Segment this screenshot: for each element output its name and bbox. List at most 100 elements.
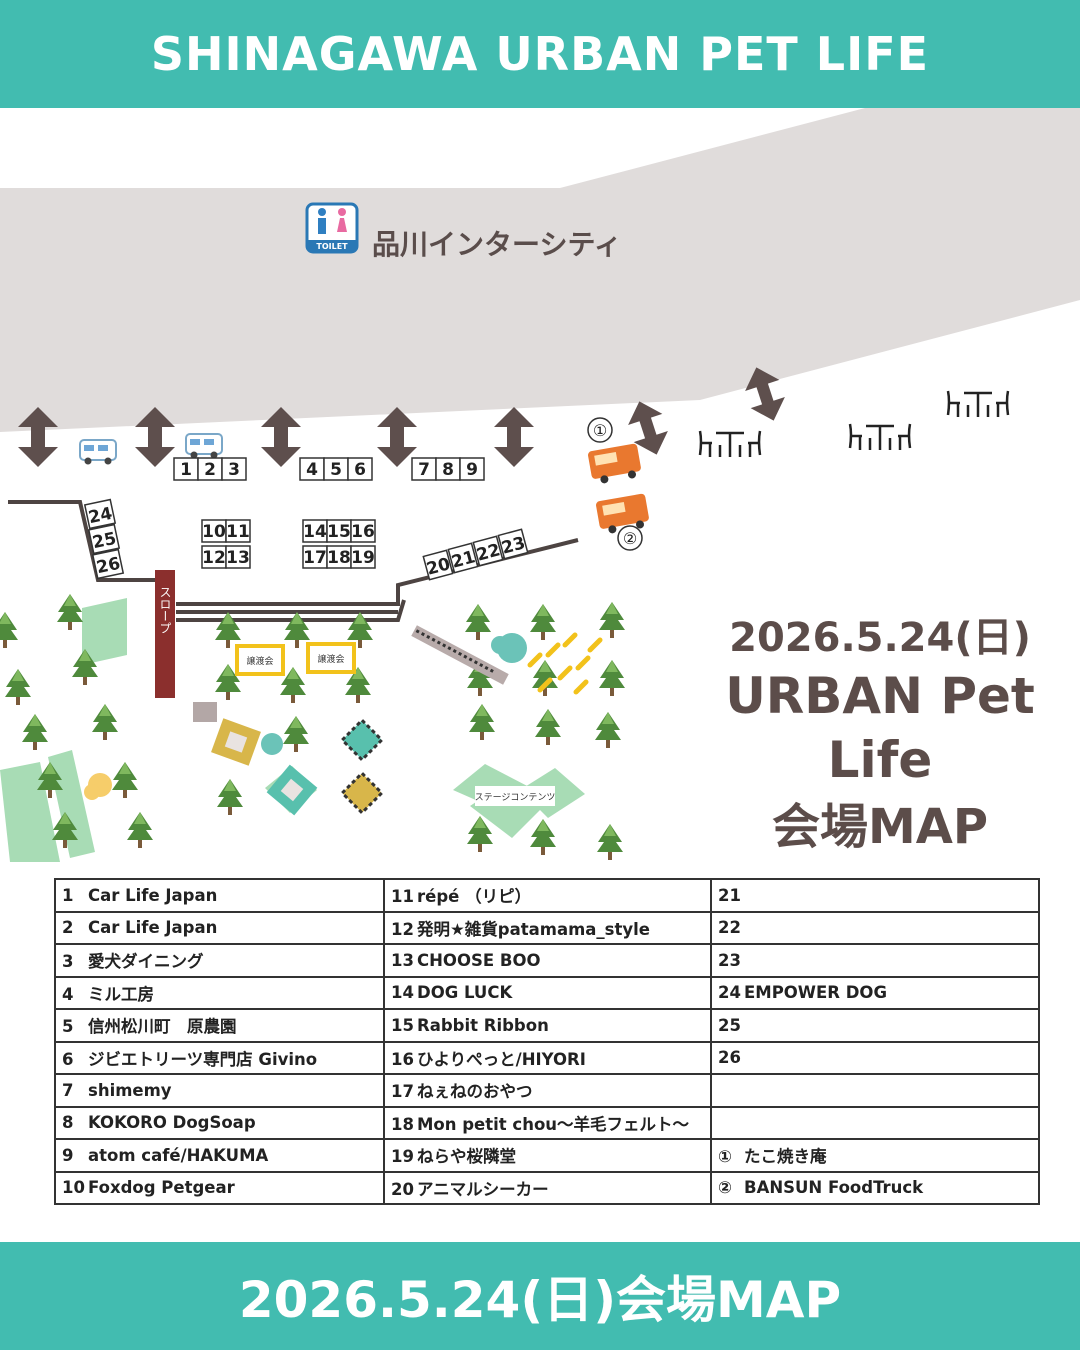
booth-3: 3 xyxy=(221,457,247,481)
booth-number: 2 xyxy=(62,918,74,938)
booth-25: 25 xyxy=(87,523,121,555)
tree-icon xyxy=(597,824,623,860)
svg-text:25: 25 xyxy=(91,529,118,553)
booth-number: 16 xyxy=(391,1049,414,1069)
booth-number: 21 xyxy=(718,885,741,905)
footer-title: 2026.5.24(日)会場MAP xyxy=(238,1271,842,1329)
booth-number: 6 xyxy=(62,1049,74,1069)
booth-number: 22 xyxy=(718,918,741,938)
booth-number: 11 xyxy=(391,887,414,907)
tree-icon xyxy=(57,594,83,630)
event-name: URBAN Pet Life xyxy=(725,667,1035,789)
tree-icon xyxy=(217,779,243,815)
camper-van-icon xyxy=(185,433,223,459)
booth-23: 23 xyxy=(497,528,529,560)
cafe-table-icon xyxy=(698,430,762,457)
tree-icon xyxy=(599,602,625,638)
booth-number: 5 xyxy=(62,1017,74,1037)
booth-26: 26 xyxy=(91,548,125,580)
tree-icon xyxy=(599,660,625,696)
booth-exhibitor: たこ焼き庵 xyxy=(744,1147,827,1167)
svg-text:9: 9 xyxy=(466,460,478,480)
svg-text:2: 2 xyxy=(204,460,216,480)
booth-12: 12 xyxy=(201,545,227,569)
legend-cell: 25 xyxy=(710,1008,1040,1043)
svg-text:5: 5 xyxy=(330,460,342,480)
booth-exhibitor: CHOOSE BOO xyxy=(417,950,541,970)
booth-7: 7 xyxy=(411,457,437,481)
booth-number: 3 xyxy=(62,952,74,972)
adoption-sign-2: 譲渡会 xyxy=(306,642,356,674)
legend-cell: ① たこ焼き庵 xyxy=(710,1138,1040,1173)
booth-number: 9 xyxy=(62,1145,74,1165)
booth-18: 18 xyxy=(326,545,352,569)
svg-text:②: ② xyxy=(623,529,637,548)
booth-exhibitor: ねぇねのおやつ xyxy=(417,1082,533,1102)
booth-20: 20 xyxy=(422,549,454,581)
svg-text:1: 1 xyxy=(180,460,192,480)
double-arrow-icon xyxy=(494,407,534,467)
booth-exhibitor: ひよりぺっと/HIYORI xyxy=(417,1049,586,1069)
tree-icon xyxy=(595,712,621,748)
header-banner: SHINAGAWA URBAN PET LIFE xyxy=(0,0,1080,108)
booth-exhibitor: 発明★雑貨patamama_style xyxy=(417,919,650,939)
tree-icon xyxy=(215,612,241,648)
light-decor xyxy=(527,632,603,695)
booth-14: 14 xyxy=(302,519,328,543)
trees xyxy=(0,594,625,860)
booth-number: 7 xyxy=(62,1080,74,1100)
tree-icon xyxy=(22,714,48,750)
booth-number: 26 xyxy=(718,1048,741,1068)
svg-text:12: 12 xyxy=(202,548,226,568)
svg-text:譲渡会: 譲渡会 xyxy=(317,653,344,665)
booth-19: 19 xyxy=(350,545,376,569)
svg-text:13: 13 xyxy=(226,548,250,568)
picnic-table-2 xyxy=(340,771,384,815)
tree-icon xyxy=(5,669,31,705)
booth-exhibitor: répé （リピ） xyxy=(417,887,532,907)
adoption-sign-1: 譲渡会 xyxy=(235,644,285,676)
booth-exhibitor: アニマルシーカー xyxy=(417,1179,549,1199)
booth-2: 2 xyxy=(197,457,223,481)
double-arrow-icon xyxy=(377,407,417,467)
event-date: 2026.5.24(日) xyxy=(729,615,1031,661)
slope-ramp xyxy=(155,570,175,698)
svg-text:11: 11 xyxy=(226,522,250,542)
tree-icon xyxy=(0,612,18,648)
legend-cell xyxy=(710,1105,1040,1140)
tree-icon xyxy=(532,660,558,696)
tree-icon xyxy=(465,604,491,640)
booth-number: 15 xyxy=(391,1015,414,1035)
tree-icon xyxy=(52,812,78,848)
booth-number: ① xyxy=(718,1147,732,1167)
booth-6: 6 xyxy=(347,457,373,481)
header-title: SHINAGAWA URBAN PET LIFE xyxy=(150,27,930,81)
cafe-seating xyxy=(698,390,1010,457)
svg-text:7: 7 xyxy=(418,460,430,480)
foodtruck-marker-2: ② xyxy=(617,525,643,551)
booth-15: 15 xyxy=(326,519,352,543)
booth-exhibitor: ねらや桜隣堂 xyxy=(417,1147,516,1167)
svg-text:8: 8 xyxy=(442,460,454,480)
double-arrow-icon xyxy=(135,407,175,467)
booth-exhibitor: ミル工房 xyxy=(88,984,154,1004)
booth-number: 1 xyxy=(62,885,74,905)
booth-exhibitor: KOKORO DogSoap xyxy=(88,1113,256,1133)
svg-text:17: 17 xyxy=(303,548,327,568)
booth-1: 1 xyxy=(173,457,199,481)
booth-exhibitor: DOG LUCK xyxy=(417,983,513,1003)
booth-exhibitor: Car Life Japan xyxy=(88,885,218,905)
